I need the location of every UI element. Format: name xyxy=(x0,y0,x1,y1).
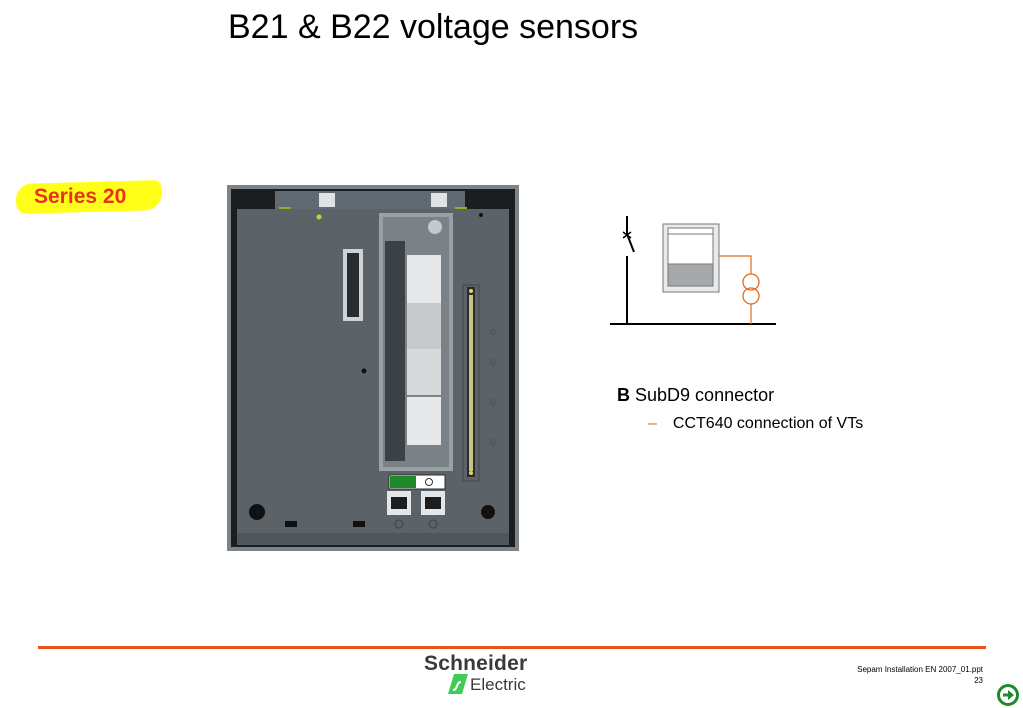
sub-bullet-dash: – xyxy=(648,415,657,432)
series-tag: Series 20 xyxy=(15,180,163,214)
device-rear-view: ψ ψ ψ ψ xyxy=(227,185,519,551)
arrow-right-circle-icon[interactable] xyxy=(995,683,1021,707)
voltage-sensor-schematic xyxy=(610,216,776,325)
svg-text:ψ: ψ xyxy=(489,436,497,448)
svg-text:ψ: ψ xyxy=(489,356,497,368)
bullet-text: SubD9 connector xyxy=(635,385,775,405)
svg-text:ψ: ψ xyxy=(489,396,497,408)
bullet-label: B xyxy=(617,385,630,405)
bullet-subd9: B SubD9 connector xyxy=(617,385,774,406)
series-label: Series 20 xyxy=(34,185,127,208)
page-number: 23 xyxy=(974,676,983,685)
logo-word-schneider: Schneider xyxy=(424,652,528,675)
schneider-logo-icon xyxy=(448,674,468,694)
svg-text:ψ: ψ xyxy=(489,326,497,338)
logo-word-electric: Electric xyxy=(470,675,526,694)
footer-divider xyxy=(38,646,986,649)
schneider-electric-logo: Schneider Electric xyxy=(420,652,540,700)
footer-file-reference: Sepam Installation EN 2007_01.ppt xyxy=(857,665,983,674)
slide-title: B21 & B22 voltage sensors xyxy=(228,8,639,46)
sub-bullet-cct640: –CCT640 connection of VTs xyxy=(648,415,863,433)
sub-bullet-text: CCT640 connection of VTs xyxy=(672,415,864,432)
